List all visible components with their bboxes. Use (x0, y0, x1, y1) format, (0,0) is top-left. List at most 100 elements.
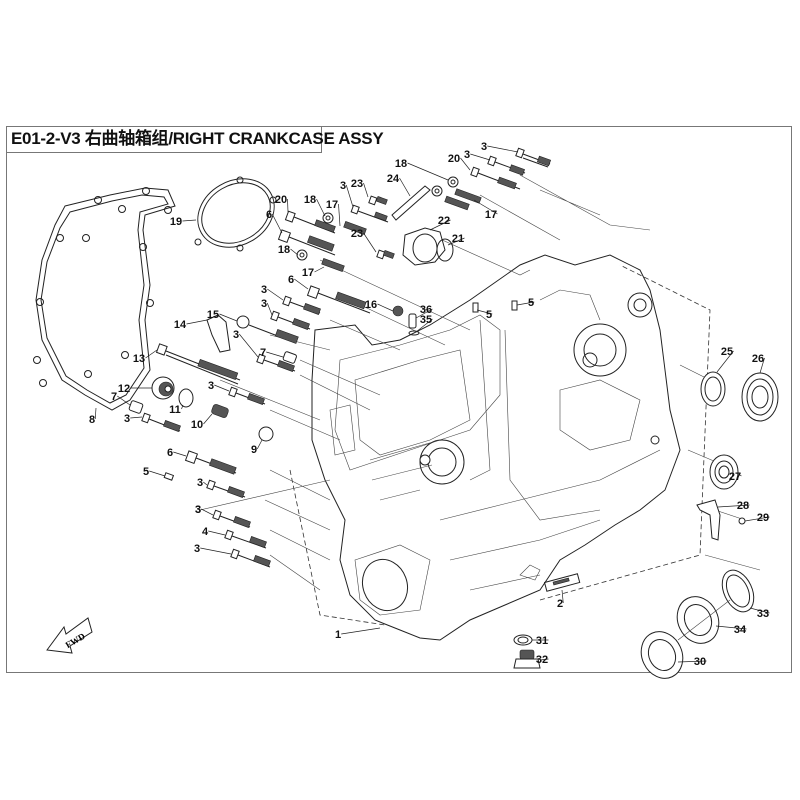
callout-11: 11 (169, 404, 184, 416)
bearing-27[interactable] (709, 454, 739, 490)
callout-32: 32 (536, 654, 549, 666)
leader-line (173, 451, 187, 457)
bolt-6-mid[interactable] (306, 285, 371, 314)
callout-number: 5 (486, 309, 492, 321)
bolt-3-g[interactable] (206, 479, 246, 498)
bracket-14[interactable] (206, 314, 231, 353)
bolt-3-mid[interactable] (350, 204, 389, 223)
callout-number: 31 (536, 635, 548, 647)
bolt-6-top[interactable] (277, 229, 336, 256)
callout-number: 3 (261, 284, 267, 296)
bearing-34[interactable] (670, 590, 727, 650)
bolt-6-low[interactable] (184, 450, 237, 475)
cover-22[interactable] (402, 227, 446, 266)
crankcase-1[interactable] (311, 254, 681, 641)
bolt-3-top-b[interactable] (487, 155, 526, 176)
plug-12[interactable] (151, 376, 175, 400)
bolt-3-b[interactable] (282, 295, 321, 315)
pin-5-center-b[interactable] (511, 300, 518, 311)
callout-22: 22 (429, 215, 451, 231)
leader-line (415, 318, 433, 333)
leader-line (214, 384, 230, 392)
leader-line (399, 177, 411, 197)
oring-11[interactable] (178, 388, 194, 408)
leader-line (737, 473, 742, 477)
bolt-13[interactable] (155, 343, 241, 385)
bolt-23-a[interactable] (368, 195, 388, 206)
leader-line (117, 395, 131, 406)
callout-20: 20 (448, 153, 471, 171)
leader-line (460, 157, 471, 171)
callout-26: 26 (752, 353, 765, 374)
pin-5-center-a[interactable] (472, 302, 479, 313)
callout-number: 5 (143, 466, 149, 478)
bolt-3-i[interactable] (230, 548, 271, 568)
stud-17-left-a[interactable] (343, 221, 367, 235)
leader-line (208, 530, 226, 536)
oil-seal-30[interactable] (634, 625, 691, 685)
leader-line (749, 607, 770, 614)
leader-line (201, 508, 214, 516)
callout-number: 11 (169, 404, 181, 416)
callout-number: 24 (387, 173, 400, 185)
drain-plug-32[interactable] (513, 649, 541, 669)
screw-29[interactable] (738, 517, 746, 525)
bolt-3-d[interactable] (256, 353, 296, 372)
bolt-20-top[interactable] (470, 166, 521, 190)
washer-18-top-b[interactable] (431, 185, 443, 197)
washer-18-left-b[interactable] (296, 249, 308, 261)
plate-28[interactable] (696, 499, 721, 541)
spring-10[interactable] (211, 404, 229, 419)
callout-number: 14 (174, 319, 187, 331)
retainer-33[interactable] (716, 565, 760, 617)
callout-3: 3 (124, 413, 143, 425)
bolt-3-f[interactable] (141, 412, 181, 432)
washer-31[interactable] (513, 634, 533, 646)
callout-2: 2 (557, 589, 564, 610)
oil-jet-2[interactable] (543, 573, 581, 592)
washer-18-left-a[interactable] (322, 212, 334, 224)
stud-17-left-b[interactable] (321, 258, 345, 272)
oil-seal-25[interactable] (700, 371, 726, 407)
diagram-frame (6, 126, 792, 673)
leader-line (203, 481, 208, 486)
bolt-15[interactable] (236, 315, 299, 344)
callout-number: 18 (278, 244, 290, 256)
callout-18: 18 (278, 244, 299, 256)
bolt-3-e[interactable] (228, 386, 266, 405)
ball-9[interactable] (258, 426, 274, 442)
pin-5-low[interactable] (163, 472, 175, 481)
leader-line (130, 416, 143, 419)
bolt-3-top-a[interactable] (515, 147, 552, 168)
callout-23: 23 (351, 178, 369, 198)
bolt-4[interactable] (224, 529, 267, 549)
leader-line (363, 182, 369, 198)
leader-line (203, 413, 213, 425)
bolt-20-left[interactable] (284, 210, 336, 234)
callout-number: 15 (207, 309, 219, 321)
dowel-7-a[interactable] (282, 351, 297, 364)
bolt-3-h[interactable] (212, 509, 251, 528)
nut-16[interactable] (392, 305, 404, 317)
dowel-7-b[interactable] (128, 400, 144, 414)
callout-5: 5 (476, 309, 493, 321)
washer-18-top-a[interactable] (447, 176, 459, 188)
callout-35: 35 (415, 314, 433, 333)
leader-line (759, 357, 765, 374)
callout-number: 13 (133, 353, 145, 365)
callout-number: 25 (721, 346, 733, 358)
sensor-36[interactable] (408, 313, 417, 329)
oring-21[interactable] (436, 238, 454, 262)
stud-17-top[interactable] (444, 188, 482, 211)
washer-35[interactable] (408, 330, 420, 336)
gasket-8[interactable] (33, 187, 176, 411)
plate-24[interactable] (391, 185, 431, 221)
callout-7: 7 (260, 347, 284, 359)
bolt-3-c[interactable] (270, 310, 311, 330)
bolt-23-b[interactable] (376, 249, 395, 260)
bearing-26[interactable] (741, 372, 779, 422)
callout-number: 17 (326, 199, 338, 211)
gasket-19[interactable] (185, 165, 286, 260)
callout-number: 7 (260, 347, 266, 359)
callout-number: 35 (420, 314, 432, 326)
